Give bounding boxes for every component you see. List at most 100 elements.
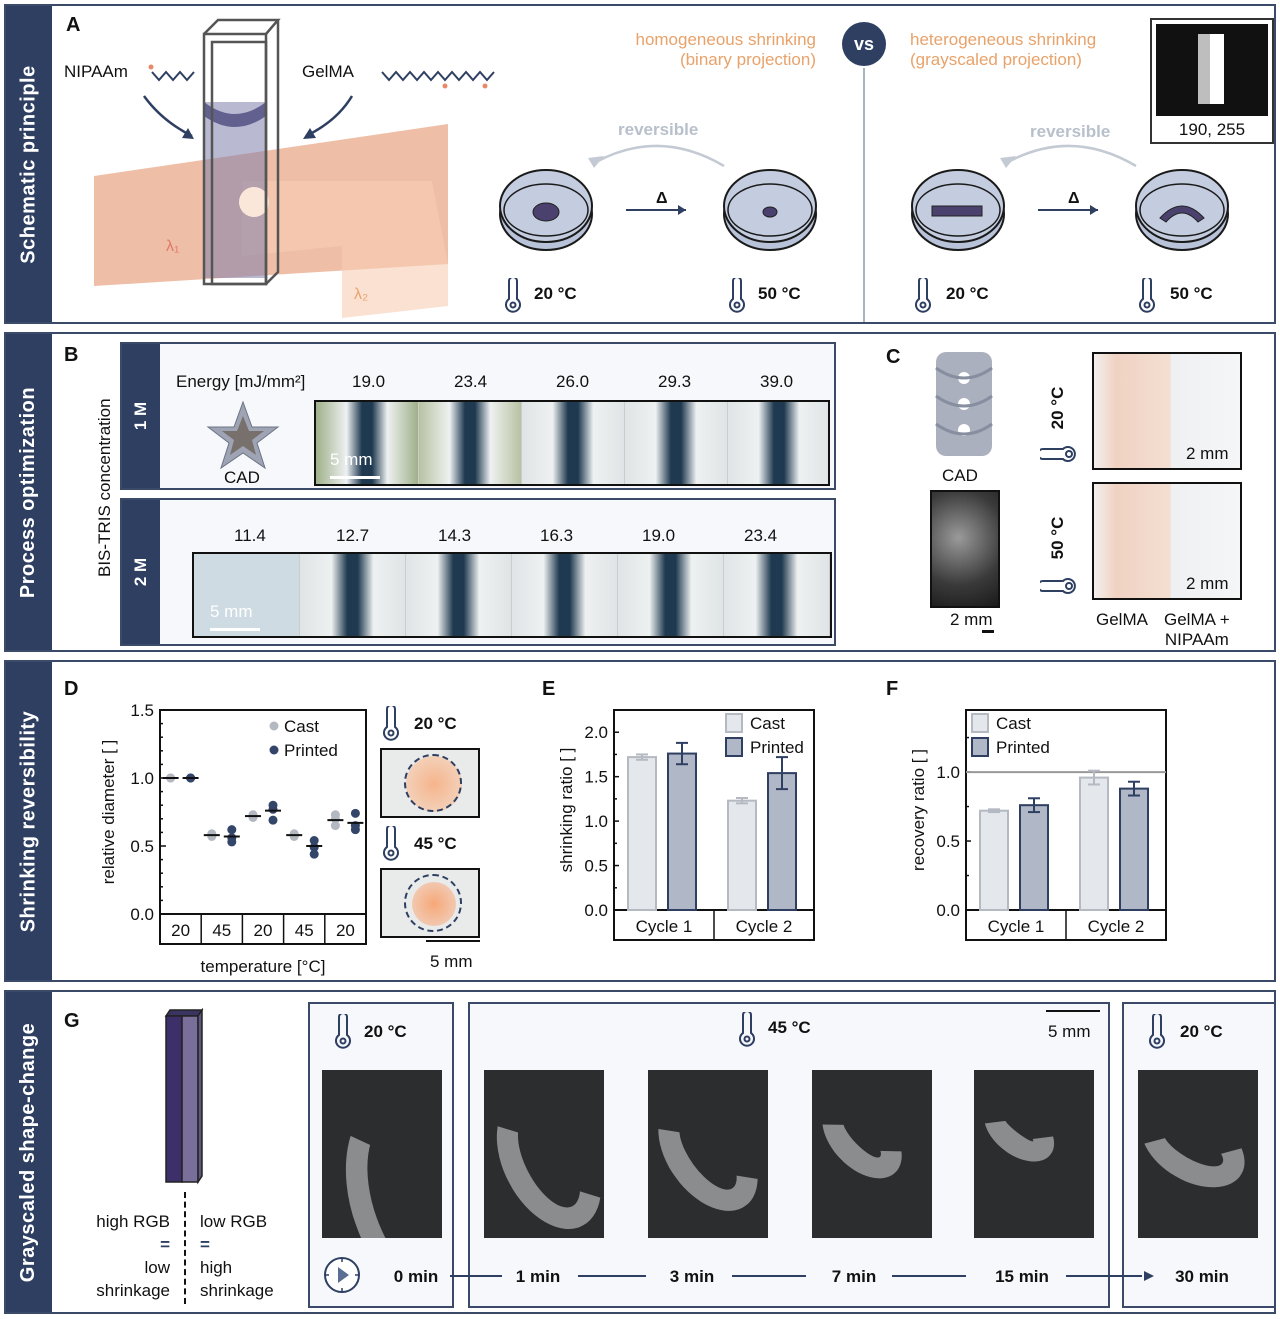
- legend-label: Cast: [996, 714, 1031, 733]
- legend-swatch: [971, 713, 989, 733]
- y-axis-label: shrinking ratio [ ]: [557, 748, 576, 873]
- time-label: 30 min: [1175, 1267, 1229, 1286]
- time-lapse-photo: [648, 1070, 768, 1238]
- row-process-optimization: Process optimization B BIS-TRIS concentr…: [4, 332, 1276, 652]
- label-lambda1: λ₁: [166, 238, 180, 255]
- reversible-arrow: [595, 144, 725, 168]
- bar-cast: [727, 799, 757, 911]
- temp-45-d: 45 °C: [414, 834, 457, 853]
- x-category-label: 20: [254, 921, 273, 940]
- delta-1: Δ: [656, 190, 668, 207]
- thermometer-icon: [1040, 578, 1076, 594]
- print-photo-cell: [728, 402, 828, 484]
- grayscale-bar-3d: [164, 1008, 204, 1185]
- legend-swatch: [725, 713, 743, 733]
- thermometer-icon: [739, 1012, 755, 1047]
- data-point-cast: [248, 810, 258, 820]
- homogeneous-title: homogeneous shrinking (binary projection…: [566, 30, 816, 70]
- bar-printed: [667, 752, 697, 911]
- g-left-text: high RGB = low shrinkage: [78, 1210, 170, 1302]
- arrowhead: [588, 156, 604, 168]
- scale-bar-d: [426, 940, 480, 942]
- y-axis-label: recovery ratio [ ]: [909, 749, 928, 871]
- row-side-label: Shrinking reversibility: [6, 662, 52, 980]
- y-tick-label: 1.5: [130, 701, 154, 720]
- sample-disc-large: [532, 202, 560, 222]
- temp-50-c: 50 °C: [1048, 516, 1067, 560]
- light-sheet-lambda2: [242, 181, 448, 318]
- gyroid-cad-render: [935, 352, 993, 456]
- time-label: 15 min: [995, 1267, 1049, 1286]
- bar-cast: [627, 756, 657, 911]
- reversible-label-1: reversible: [618, 120, 699, 139]
- thermometer-icon: [1139, 278, 1155, 313]
- panel-label-e: E: [542, 678, 556, 700]
- temp-end-g: 20 °C: [1180, 1022, 1223, 1041]
- hydrogel-strip: [974, 1085, 1066, 1175]
- x-category-label: Cycle 1: [988, 917, 1045, 936]
- high-rgb-label: high RGB: [96, 1212, 170, 1231]
- heterogeneous-title: heterogeneous shrinking (grayscaled proj…: [910, 30, 1096, 70]
- y-tick-label: 0.0: [584, 901, 608, 920]
- row-grayscaled-shape-change: Grayscaled shape-change G high RGB = low…: [4, 990, 1276, 1314]
- delta-2: Δ: [1068, 190, 1080, 207]
- arrow-nipaam: [142, 95, 193, 138]
- energy-label-text: Energy [mJ/mm²]: [176, 372, 306, 391]
- low-label: low: [144, 1258, 170, 1277]
- legend-marker: [269, 745, 279, 755]
- legend-label: Printed: [284, 741, 338, 760]
- panel-label-a: A: [66, 14, 81, 36]
- homogeneous-subtitle: (binary projection): [679, 50, 816, 69]
- conc-1m-text: 1 M: [131, 401, 150, 431]
- thermometer-icon: [1040, 446, 1076, 462]
- scale-label-b1: 5 mm: [330, 450, 373, 469]
- label-nipaam: NIPAAm: [64, 62, 128, 81]
- print-photo-cell: [618, 554, 724, 636]
- conc-tab-2m: 2 M: [122, 500, 160, 644]
- heterogeneous-subtitle: (grayscaled projection): [910, 50, 1082, 69]
- x-category-label: Cycle 2: [1088, 917, 1145, 936]
- disc-photo-20c: [380, 748, 480, 818]
- scale-label-d: 5 mm: [430, 952, 473, 971]
- data-point-printed: [268, 800, 278, 810]
- y-tick-label: 1.5: [584, 768, 608, 787]
- y-tick-label: 0.5: [936, 832, 960, 851]
- scale-bar-g: [1046, 1010, 1100, 1012]
- grayscale-inset: 190, 255: [1150, 18, 1274, 144]
- data-point-printed: [227, 833, 237, 843]
- meniscus: [204, 102, 266, 127]
- time-lapse-photo: [484, 1070, 604, 1238]
- panel-label-f: F: [886, 678, 899, 700]
- sample-disc-small: [762, 206, 778, 218]
- energy-value: 39.0: [760, 372, 794, 391]
- gyroid-photo-20c: [1092, 352, 1242, 470]
- data-point-printed: [227, 825, 237, 835]
- arrowhead: [1090, 205, 1098, 215]
- grayscale-mask-image: [1156, 24, 1268, 116]
- panel-label-c: C: [886, 346, 901, 368]
- shrinkage-label: shrinkage: [200, 1281, 274, 1300]
- temp-mid-g: 45 °C: [768, 1018, 811, 1037]
- bar-printed: [1019, 804, 1049, 911]
- scale-bar-b2: [210, 628, 260, 631]
- bis-tris-axis-label: BIS-TRIS concentration: [95, 398, 114, 577]
- y-tick-label: 2.0: [584, 723, 608, 742]
- y-axis-label: relative diameter [ ]: [99, 740, 118, 885]
- hydrogel-strip: [812, 1082, 917, 1194]
- conc-tab-1m: 1 M: [122, 344, 160, 488]
- x-category-label: 20: [171, 921, 190, 940]
- energy-value: 29.3: [658, 372, 692, 391]
- time-label: 3 min: [670, 1267, 714, 1286]
- energy-value: 14.3: [438, 526, 472, 545]
- time-lapse-photo: [1138, 1070, 1258, 1238]
- x-category-label: Cycle 1: [636, 917, 693, 936]
- y-tick-label: 0.5: [584, 857, 608, 876]
- low-rgb-label: low RGB: [200, 1212, 268, 1231]
- time-lapse-photo: [322, 1070, 442, 1238]
- legend-swatch: [725, 737, 743, 757]
- energy-value: 26.0: [556, 372, 590, 391]
- row-side-label: Process optimization: [6, 334, 52, 650]
- col-label-line1: GelMA +: [1164, 610, 1230, 629]
